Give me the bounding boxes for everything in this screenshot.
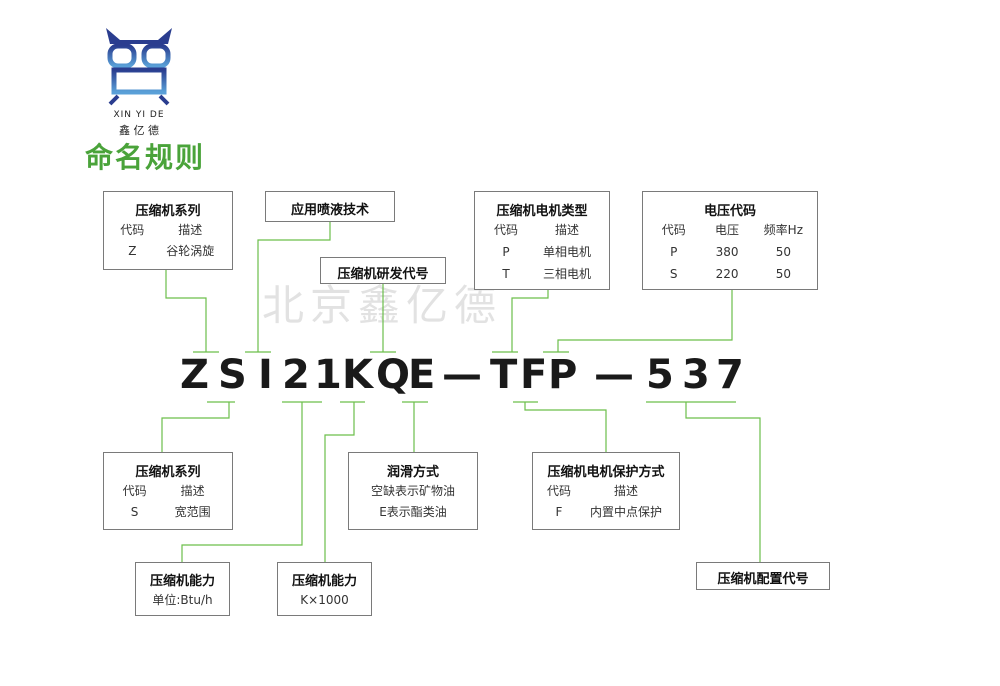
box-title: 压缩机能力 <box>291 574 357 589</box>
cell: S <box>669 267 678 281</box>
cell: T <box>502 267 510 281</box>
motor-protection-box: 压缩机电机保护方式 代码 描述 F 内置中点保护 <box>532 452 680 530</box>
box-title: 电压代码 <box>703 204 756 219</box>
cell: P <box>670 245 678 259</box>
cell: 50 <box>775 267 791 281</box>
header-desc: 描述 <box>180 484 205 498</box>
cell: S <box>130 505 139 519</box>
cell: 三相电机 <box>542 267 591 281</box>
code-char: — <box>594 352 634 398</box>
code-char: F <box>520 352 548 398</box>
cell: 内置中点保护 <box>589 505 662 519</box>
code-char: 5 <box>646 352 674 398</box>
series-box-bottom: 压缩机系列 代码 描述 S 宽范围 <box>103 452 233 530</box>
code-char: Z <box>180 352 210 398</box>
box-title: 压缩机系列 <box>135 465 201 480</box>
code-char: K <box>342 352 373 398</box>
code-char: P <box>548 352 578 398</box>
watermark: 北京鑫亿德 <box>262 281 503 330</box>
code-char: Q <box>376 352 411 398</box>
box-title: 润滑方式 <box>386 465 439 480</box>
code-char: I <box>258 352 273 398</box>
cell: 单相电机 <box>542 245 591 259</box>
capacity-factor-box: 压缩机能力 K×1000 <box>277 562 372 616</box>
cell: 220 <box>715 267 739 281</box>
box-title: 压缩机研发代号 <box>337 267 429 282</box>
code-char: 3 <box>682 352 710 398</box>
code-char: 2 <box>282 352 310 398</box>
header-code: 代码 <box>546 484 571 498</box>
capacity-factor-text: K×1000 <box>300 593 349 607</box>
lubrication-line: 空缺表示矿物油 <box>370 484 455 498</box>
code-char: — <box>442 352 482 398</box>
cell: Z <box>128 244 137 258</box>
cell: F <box>555 505 563 519</box>
box-title: 压缩机电机保护方式 <box>547 465 665 480</box>
cell: P <box>502 245 510 259</box>
capacity-unit-box: 压缩机能力 单位:Btu/h <box>135 562 230 616</box>
header-code: 代码 <box>661 223 686 237</box>
header-voltage: 电压 <box>715 223 740 237</box>
cell: 宽范围 <box>174 505 211 519</box>
header-code: 代码 <box>493 223 518 237</box>
series-box-top: 压缩机系列 代码 描述 Z 谷轮涡旋 <box>103 191 233 270</box>
logo-brand-cn: 鑫 亿 德 <box>119 124 159 137</box>
injection-box: 应用喷液技术 <box>265 191 395 222</box>
code-char: 7 <box>716 352 744 398</box>
header-code: 代码 <box>122 484 147 498</box>
logo: XIN YI DE 鑫 亿 德 <box>96 22 182 138</box>
page-title: 命名规则 <box>85 141 206 174</box>
logo-emblem-icon <box>106 28 172 106</box>
box-title: 压缩机能力 <box>149 574 215 589</box>
code-char: 1 <box>314 352 342 398</box>
cell: 50 <box>775 245 791 259</box>
header-desc: 描述 <box>178 223 203 237</box>
cell: 谷轮涡旋 <box>166 244 215 258</box>
code-char: S <box>218 352 247 398</box>
box-title: 应用喷液技术 <box>290 203 369 218</box>
header-desc: 描述 <box>613 484 638 498</box>
box-title: 压缩机电机类型 <box>496 204 588 219</box>
header-desc: 描述 <box>554 223 579 237</box>
header-code: 代码 <box>120 223 145 237</box>
logo-brand-en: XIN YI DE <box>113 110 165 120</box>
box-title: 压缩机系列 <box>135 204 201 219</box>
lubrication-box: 润滑方式 空缺表示矿物油 E表示酯类油 <box>348 452 478 530</box>
voltage-box: 电压代码 代码 电压 频率Hz P 380 50 S 220 50 <box>642 191 818 290</box>
box-title: 压缩机配置代号 <box>717 572 809 587</box>
header-freq: 频率Hz <box>763 223 803 237</box>
motor-type-box: 压缩机电机类型 代码 描述 P 单相电机 T 三相电机 <box>474 191 610 290</box>
cell: 380 <box>715 245 739 259</box>
capacity-unit-text: 单位:Btu/h <box>152 593 213 607</box>
code-char: T <box>490 352 518 398</box>
lubrication-line: E表示酯类油 <box>379 505 447 519</box>
config-code-box: 压缩机配置代号 <box>696 562 830 590</box>
code-char: E <box>408 352 436 398</box>
rnd-code-box: 压缩机研发代号 <box>320 257 446 284</box>
